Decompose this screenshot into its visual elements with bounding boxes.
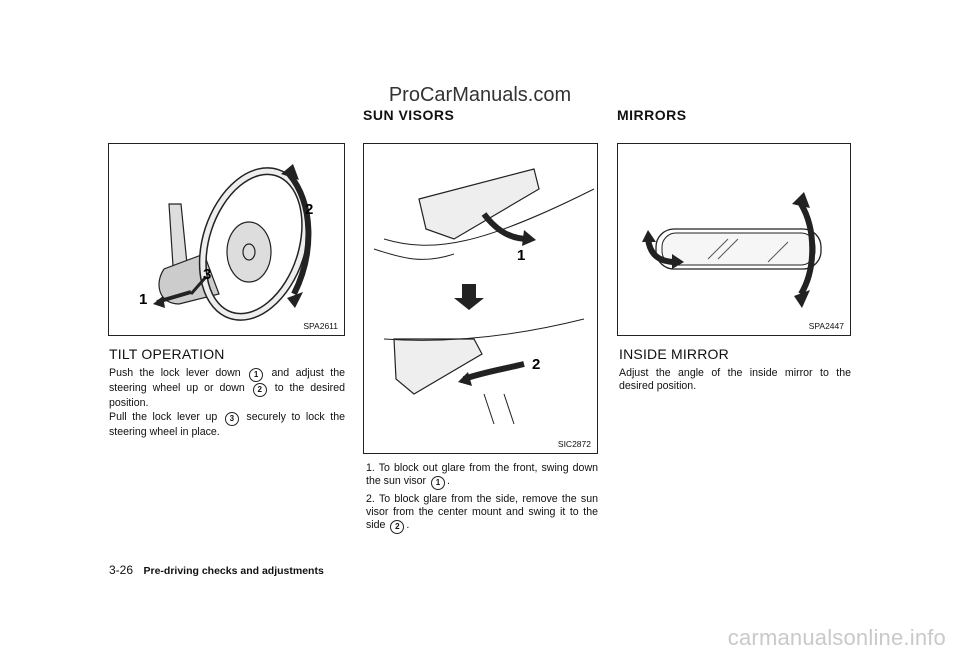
heading-inside-mirror: INSIDE MIRROR bbox=[619, 346, 729, 362]
callout-1: 1 bbox=[139, 291, 147, 308]
figure-code: SPA2611 bbox=[303, 321, 338, 331]
section-title-sun-visors: SUN VISORS bbox=[363, 107, 455, 123]
figure-code: SIC2872 bbox=[557, 439, 591, 449]
paragraph-tilt-1: Push the lock lever down 1 and adjust th… bbox=[109, 367, 345, 409]
footer-title: Pre-driving checks and adjustments bbox=[143, 565, 324, 577]
callout-1: 1 bbox=[517, 247, 525, 264]
callout-3: 3 bbox=[203, 266, 211, 283]
paragraph-tilt-2: Pull the lock lever up 3 securely to loc… bbox=[109, 411, 345, 438]
page-footer: 3-26 Pre-driving checks and adjustments bbox=[109, 561, 324, 579]
circled-2-badge: 2 bbox=[390, 520, 405, 534]
callout-2: 2 bbox=[305, 201, 313, 218]
list-item-2: 2. To block glare from the side, remove … bbox=[366, 493, 598, 534]
circled-1-badge: 1 bbox=[431, 476, 446, 490]
watermark-top: ProCarManuals.com bbox=[388, 84, 572, 106]
watermark-bottom: carmanualsonline.info bbox=[727, 625, 946, 650]
circled-3-badge: 3 bbox=[224, 412, 239, 426]
circled-1-badge: 1 bbox=[249, 368, 264, 382]
figure-sun-visor: 1 2 SIC2872 bbox=[363, 143, 598, 454]
circled-2-badge: 2 bbox=[252, 383, 267, 397]
section-title-mirrors: MIRRORS bbox=[617, 107, 687, 123]
figure-inside-mirror: SPA2447 bbox=[617, 143, 851, 336]
steering-wheel-illustration: 2 3 1 bbox=[139, 164, 313, 321]
paragraph-mirror: Adjust the angle of the inside mirror to… bbox=[619, 367, 851, 392]
figure-tilt-steering: 2 3 1 SPA2611 bbox=[108, 143, 345, 336]
inside-mirror-illustration bbox=[642, 192, 822, 308]
page-number: 3-26 bbox=[109, 563, 134, 577]
list-item-1: 1. To block out glare from the front, sw… bbox=[366, 462, 598, 490]
callout-2: 2 bbox=[532, 356, 540, 373]
heading-tilt-operation: TILT OPERATION bbox=[109, 346, 225, 362]
sun-visor-illustration: 1 2 bbox=[373, 168, 595, 425]
figure-code: SPA2447 bbox=[808, 321, 844, 331]
